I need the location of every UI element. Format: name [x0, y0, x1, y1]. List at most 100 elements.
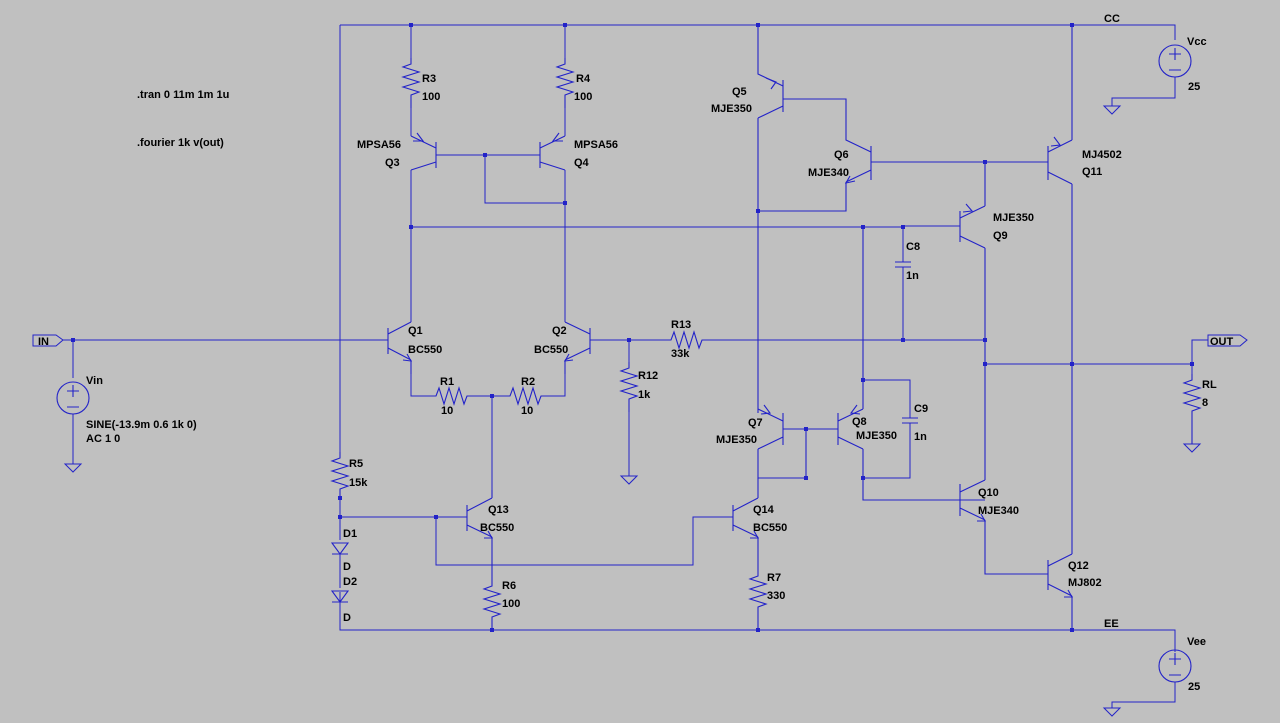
fourier-directive[interactable]: .fourier 1k v(out) [137, 137, 224, 149]
resistor-r3[interactable]: R3 100 [401, 58, 440, 108]
q12-name: Q12 [1068, 560, 1089, 572]
q3-model: MPSA56 [357, 139, 401, 151]
q6-name: Q6 [834, 149, 849, 161]
q1-model: BC550 [408, 344, 442, 356]
transistor-q7[interactable]: Q7 MJE350 [716, 404, 838, 479]
c9-value: 1n [914, 431, 927, 443]
tran-directive[interactable]: .tran 0 11m 1m 1u [137, 89, 229, 101]
q12-model: MJ802 [1068, 577, 1102, 589]
vcc-source-value: 25 [1188, 81, 1200, 93]
resistor-rl[interactable]: RL 8 [1182, 374, 1217, 444]
resistor-r13[interactable]: R13 33k [665, 319, 708, 360]
q5-model: MJE350 [711, 103, 752, 115]
r4-value: 100 [574, 91, 592, 103]
q13-name: Q13 [488, 504, 509, 516]
ground-symbol [619, 475, 639, 485]
transistor-q2[interactable]: Q2 BC550 [534, 321, 665, 374]
q4-model: MPSA56 [574, 139, 618, 151]
q13-model: BC550 [480, 522, 514, 534]
q1-name: Q1 [408, 325, 423, 337]
q14-model: BC550 [753, 522, 787, 534]
q6-model: MJE340 [808, 167, 849, 179]
r13-value: 33k [671, 348, 690, 360]
transistor-q9[interactable]: MJE350 Q9 [903, 162, 1034, 472]
q11-name: Q11 [1082, 166, 1102, 178]
transistor-q3[interactable]: MPSA56 Q3 [357, 132, 485, 171]
transistor-q10[interactable]: Q10 MJE340 [959, 472, 1048, 575]
rl-name: RL [1202, 379, 1217, 391]
q5-name: Q5 [732, 86, 747, 98]
q8-model: MJE350 [856, 430, 897, 442]
ground-symbol [1102, 105, 1122, 115]
transistor-q1[interactable]: Q1 BC550 [387, 321, 442, 374]
vee-source[interactable]: Vee 25 [1102, 636, 1206, 717]
r7-value: 330 [767, 590, 785, 602]
r4-name: R4 [576, 73, 591, 85]
in-port-flag[interactable]: IN [32, 334, 64, 348]
r2-value: 10 [521, 405, 533, 417]
c8-value: 1n [906, 270, 919, 282]
diode-d1[interactable]: D1 D [330, 528, 357, 588]
resistor-r2[interactable]: R2 10 [492, 376, 545, 417]
vcc-rail[interactable] [339, 24, 1176, 448]
r7-name: R7 [767, 572, 781, 584]
q10-model: MJE340 [978, 505, 1019, 517]
input-wire[interactable] [63, 339, 388, 378]
ground-symbol [1102, 707, 1122, 717]
resistor-r12[interactable]: R12 1k [619, 362, 658, 412]
r6-name: R6 [502, 580, 516, 592]
vee-net-label: EE [1104, 618, 1119, 630]
r12-name: R12 [638, 370, 658, 382]
q10-name: Q10 [978, 487, 999, 499]
out-port-flag[interactable]: OUT [1207, 334, 1248, 348]
transistor-q11[interactable]: MJ4502 Q11 [1047, 25, 1122, 364]
capacitor-c9[interactable]: C9 1n [863, 379, 928, 479]
r5-name: R5 [349, 458, 363, 470]
q2-name: Q2 [552, 325, 567, 337]
r6-value: 100 [502, 598, 520, 610]
transistor-q5[interactable]: Q5 MJE350 [711, 25, 872, 413]
r5-value: 15k [349, 477, 368, 489]
vcc-net-label: CC [1104, 13, 1120, 25]
vcc-source[interactable]: Vcc 25 [1102, 36, 1207, 115]
r2-name: R2 [521, 376, 535, 388]
r1-value: 10 [441, 405, 453, 417]
junction-dots [71, 23, 1194, 632]
feedback-wire[interactable] [708, 227, 985, 341]
mirror-wire[interactable] [410, 155, 903, 322]
resistor-r1[interactable]: R1 10 [430, 376, 492, 417]
d2-model: D [343, 612, 351, 624]
resistor-r7[interactable]: R7 330 [748, 570, 785, 630]
d1-name: D1 [343, 528, 357, 540]
transistor-q8[interactable]: Q8 MJE350 [837, 227, 985, 501]
output-wire[interactable] [985, 339, 1208, 374]
c8-name: C8 [906, 241, 920, 253]
vcc-source-name: Vcc [1187, 36, 1207, 48]
q7-model: MJE350 [716, 434, 757, 446]
vee-source-value: 25 [1188, 681, 1200, 693]
transistor-q13[interactable]: Q13 BC550 [436, 490, 514, 580]
r13-name: R13 [671, 319, 691, 331]
q14-name: Q14 [753, 504, 775, 516]
capacitor-c8[interactable]: C8 1n [895, 241, 920, 282]
r12-value: 1k [638, 389, 651, 401]
ground-symbol [1182, 443, 1202, 453]
r3-name: R3 [422, 73, 436, 85]
vin-source[interactable]: Vin SINE(-13.9m 0.6 1k 0) AC 1 0 [56, 375, 197, 473]
resistor-r5[interactable]: R5 15k [330, 448, 368, 498]
q3-name: Q3 [385, 157, 400, 169]
transistor-q6[interactable]: Q6 MJE340 [758, 146, 1048, 212]
transistor-q14[interactable]: Q14 BC550 [732, 478, 787, 570]
resistor-r6[interactable]: R6 100 [482, 580, 520, 630]
transistor-q12[interactable]: Q12 MJ802 [1047, 364, 1102, 630]
in-port-label: IN [38, 336, 49, 348]
q11-model: MJ4502 [1082, 149, 1122, 161]
transistor-q4[interactable]: MPSA56 Q4 [485, 132, 618, 171]
diode-d2[interactable]: D2 D [330, 576, 357, 624]
r3-value: 100 [422, 91, 440, 103]
d2-name: D2 [343, 576, 357, 588]
vin-name: Vin [86, 375, 103, 387]
resistor-r4[interactable]: R4 100 [555, 58, 592, 108]
vin-value: SINE(-13.9m 0.6 1k 0) [86, 419, 197, 431]
